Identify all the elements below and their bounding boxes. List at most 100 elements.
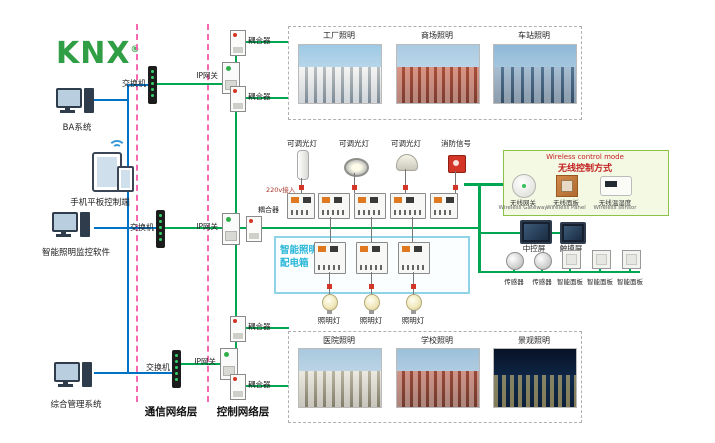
ip-gateway-label: IP网关 [196,71,218,80]
smart-panel-icon [592,250,611,269]
registered-mark-icon: ® [130,45,141,55]
top-application-zone [288,26,582,120]
lamp-label: 可调光灯 [339,139,369,148]
bus-line-main [165,227,480,229]
coupler-label: 耦合器 [248,36,271,45]
hospital-photo [298,348,382,408]
sensor-icon [534,252,552,270]
bus-line [237,41,289,43]
lamp-label: 照明灯 [317,316,341,325]
coupler-icon [230,30,246,56]
bus-line-thick [464,183,505,186]
wifi-icon [108,140,126,154]
switch-label: 交换机 [146,363,170,372]
blue-line [127,84,148,86]
bus-line [157,83,236,85]
lamp-bulb-icon [406,294,422,314]
distribution-box-title-line2: 配电箱 [280,258,309,269]
wireless-item-label-zh: 无线温湿度 [598,199,632,207]
landscape-photo [493,348,577,408]
wireless-title-zh: 无线控制方式 [557,164,613,174]
coupler-icon [230,374,246,400]
switch-actuator-icon [356,242,388,274]
lamp-label: 可调光灯 [391,139,421,148]
dimmer-module-icon [354,193,386,219]
device-label: 智能面板 [617,278,643,286]
wireless-item-label-en: Wireless Gateway [498,205,548,211]
photo-label: 学校照明 [421,336,453,345]
fire-signal-label: 消防信号 [441,139,471,148]
coupler-label: 耦合器 [258,206,279,214]
fire-alarm-icon [448,155,466,173]
bus-line [237,327,289,329]
ip-gateway-label: IP网关 [194,357,216,366]
computer-icon [56,88,94,118]
wire [405,169,406,193]
bus-line-thick-vertical [478,183,481,273]
lamp-bulb-icon [322,294,338,314]
photo-label: 商场照明 [421,31,453,40]
coupler-label: 耦合器 [248,92,271,101]
station-photo [493,44,577,104]
ip-gateway-icon [220,348,238,380]
photo-label: 景观照明 [518,336,550,345]
dimmer-module-icon [318,193,350,219]
wireless-sensor-icon [600,176,632,196]
pc1-label: BA系统 [62,123,92,133]
smart-panel-icon [622,250,641,269]
coupler-icon [230,316,246,342]
pc2-label: 智能照明监控软件 [41,248,111,258]
ethernet-switch-icon [172,350,181,388]
mall-photo [396,44,480,104]
device-label: 传感器 [504,278,524,286]
terminal-dot [327,284,332,289]
lamp-label: 可调光灯 [287,139,317,148]
bus-power-module-icon [287,193,315,219]
bus-line [181,363,235,365]
dimmable-tube-lamp-icon [297,150,309,180]
blue-line [94,372,174,374]
device-label: 智能面板 [587,278,613,286]
terminal-dot [369,284,374,289]
sensor-icon [506,252,524,270]
bus-stub [629,266,631,272]
wire [330,217,331,242]
bus-line [481,271,640,273]
wire [371,217,372,242]
coupler-label: 耦合器 [248,380,271,389]
bus-line [237,97,289,99]
ethernet-switch-icon [148,66,157,104]
device-label: 智能面板 [557,278,583,286]
control-layer-divider [207,24,209,402]
knx-logo: KNX® [56,36,140,71]
bus-stub [569,266,571,272]
terminal-dot [411,284,416,289]
comm-layer-label: 通信网络层 [144,406,198,418]
thyristor-dimmer-module-icon [390,193,426,219]
mobile-label: 手机平板控制端 [70,198,130,208]
lamp-label: 照明灯 [359,316,383,325]
ip-gateway-label: IP网关 [196,222,218,231]
wireless-item-label-en: Wireless Panel [546,205,586,211]
wireless-item-label-en: Wireless sensor [593,205,637,211]
dimmable-downlight-icon [344,158,369,177]
school-photo [396,348,480,408]
dimmable-dome-lamp-icon [396,154,418,171]
computer-icon [52,212,90,242]
control-layer-label: 控制网络层 [216,406,270,418]
touch-screen-icon [560,222,586,244]
distribution-box-title: 智能照明 配电箱 [280,244,318,270]
screen-label: 触摸屏 [559,244,583,253]
terminal-dot [403,185,408,190]
pc3-label: 综合管理系统 [50,400,102,410]
switch-actuator-icon [398,242,430,274]
lamp-label: 照明灯 [401,316,425,325]
knx-logo-text: KNX [56,36,131,71]
terminal-dot [352,185,357,190]
bus-line [237,385,289,387]
smart-panel-icon [562,250,581,269]
blue-line [94,227,158,229]
lamp-bulb-icon [364,294,380,314]
wireless-panel-icon [556,175,578,197]
